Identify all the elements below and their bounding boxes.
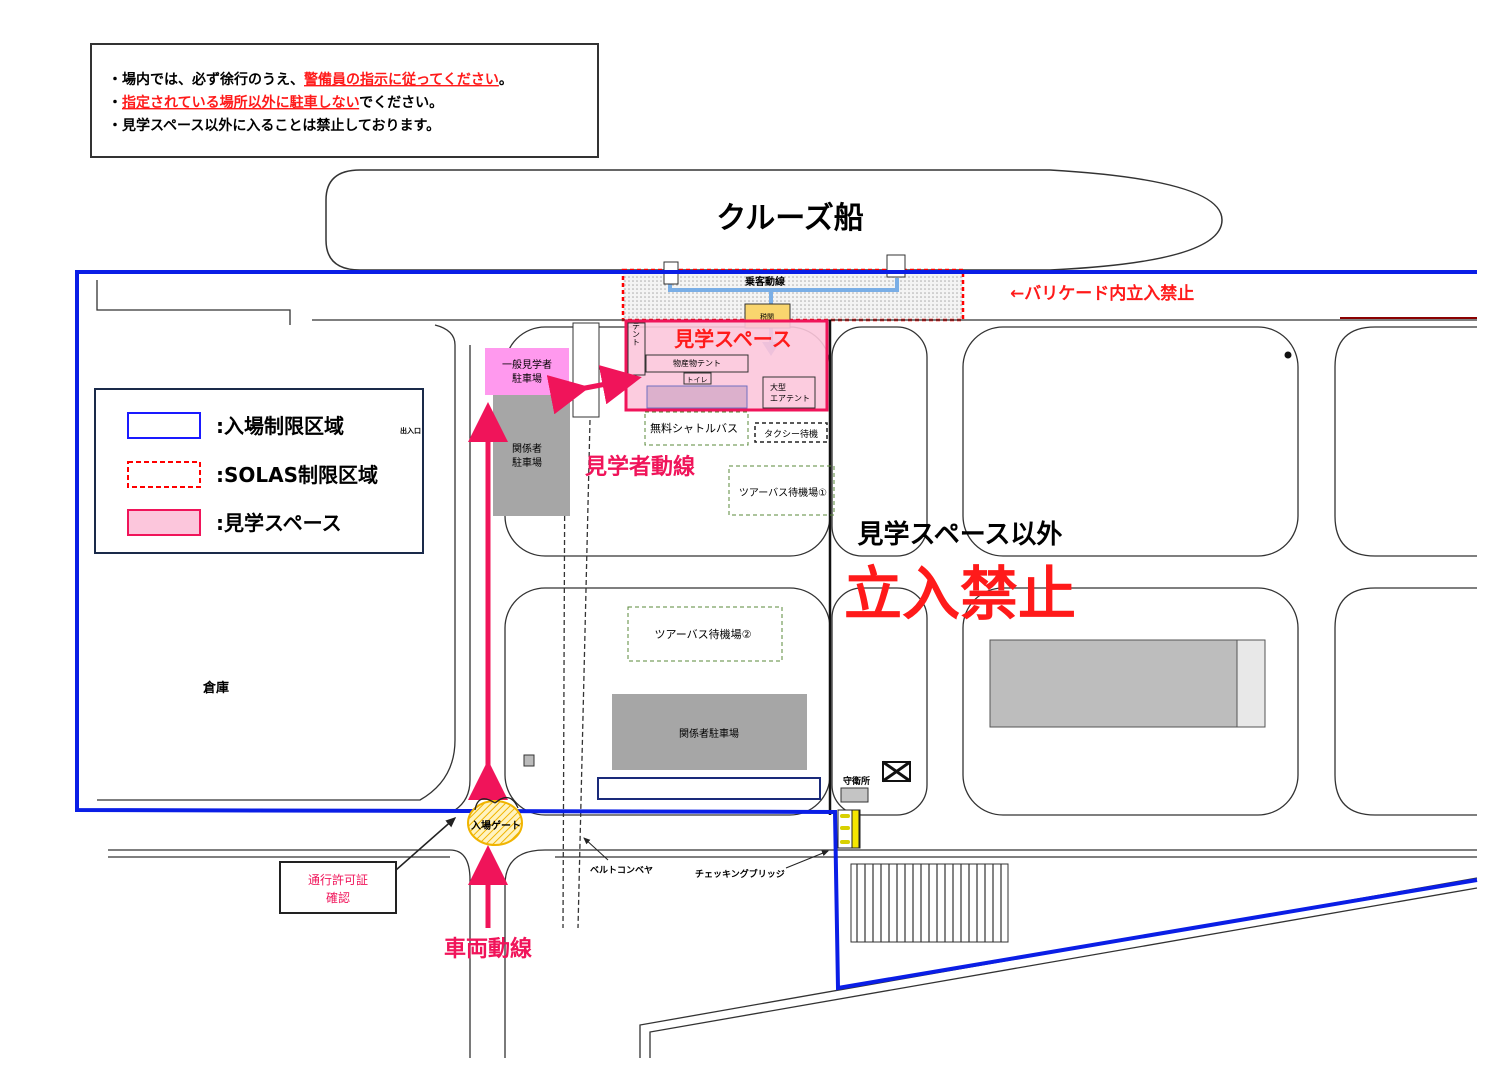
warehouse-label: 倉庫 <box>202 680 229 696</box>
closed-barrier-icon <box>882 760 911 783</box>
legend-swatch-solas <box>127 461 201 488</box>
staff-parking-small: 関係者 駐車場 <box>493 395 570 516</box>
notice-line-1: ・場内では、必ず徐行のうえ、警備員の指示に従ってください。 <box>108 71 513 88</box>
visitor-route-arrows <box>468 365 642 928</box>
notice-line-2: ・指定されている場所以外に駐車しないでください。 <box>108 94 443 111</box>
staff-parking: 関係者駐車場 <box>612 694 807 770</box>
public-parking: 一般見学者 駐車場 <box>485 348 569 395</box>
container-yard <box>850 863 1009 943</box>
marker-dot <box>1284 351 1292 359</box>
restricted-note-2: 立入禁止 <box>844 560 1076 628</box>
viewing-area: 見学スペース テント 物産物テント トイレ 大型 エアテント <box>624 319 829 412</box>
tent-label: テント <box>632 322 641 346</box>
tour-bus-1-label: ツアーバス待機場① <box>739 486 827 499</box>
svg-text:入場ゲート: 入場ゲート <box>471 819 521 832</box>
legend-label: :見学スペース <box>216 511 342 535</box>
legend-label: :入場制限区域 <box>216 414 344 438</box>
legend-swatch-entry-restricted <box>127 412 201 439</box>
visitor-route-label: 見学者動線 <box>585 454 695 480</box>
belt-conveyor-label: ベルトコンベヤ <box>590 865 653 876</box>
vehicle-route-label: 車両動線 <box>444 936 532 962</box>
large-tent-label-2: エアテント <box>770 394 810 403</box>
legend: :入場制限区域 :SOLAS制限区域 :見学スペース <box>94 388 424 554</box>
guardhouse <box>840 787 869 803</box>
gate-barrier-icon <box>837 809 861 849</box>
entrance-label: 出入口 <box>400 426 421 435</box>
warehouse-building <box>989 639 1266 728</box>
svg-text:通行許可証: 通行許可証 <box>308 873 368 887</box>
guardhouse-label: 守衛所 <box>843 775 870 787</box>
restricted-zone-boundary <box>75 270 1478 991</box>
large-tent-label-1: 大型 <box>770 382 786 392</box>
restricted-note-1: 見学スペース以外 <box>858 519 1063 550</box>
svg-text:駐車場: 駐車場 <box>512 456 542 469</box>
legend-swatch-viewing <box>127 509 201 536</box>
toilet-label: トイレ <box>687 376 708 384</box>
shuttle-bus-label: 無料シャトルバス <box>650 421 738 435</box>
passenger-route-label: 乗客動線 <box>744 275 785 288</box>
tour-bus-2-label: ツアーバス待機場② <box>654 627 751 641</box>
structure <box>572 322 600 418</box>
svg-text:一般見学者: 一般見学者 <box>502 358 552 371</box>
svg-text:関係者: 関係者 <box>512 443 542 455</box>
svg-text:確認: 確認 <box>326 890 350 905</box>
ship-label: クルーズ船 <box>716 201 864 236</box>
viewing-area-title: 見学スペース <box>674 327 792 351</box>
svg-text:関係者駐車場: 関係者駐車場 <box>679 727 739 740</box>
taxi-label: タクシー待機 <box>764 428 818 440</box>
notice-box: ・場内では、必ず徐行のうえ、警備員の指示に従ってください。 ・指定されている場所… <box>90 43 599 158</box>
small-structure <box>523 754 535 767</box>
roads <box>96 280 1478 1058</box>
bus-stop-lane <box>597 777 821 800</box>
entry-gate: 入場ゲート <box>467 796 523 846</box>
legend-label: :SOLAS制限区域 <box>216 463 378 487</box>
svg-text:税関: 税関 <box>760 312 774 321</box>
checking-bridge-label: チェッキングブリッジ <box>695 868 785 880</box>
products-tent-label: 物産物テント <box>673 358 721 368</box>
notice-line-3: ・見学スペース以外に入ることは禁止しております。 <box>108 117 440 134</box>
building-annex <box>1236 639 1266 728</box>
cruise-ship: クルーズ船 <box>325 169 1223 271</box>
permit-check-box: 通行許可証 確認 <box>279 817 457 914</box>
barricade-note: ←バリケード内立入禁止 <box>1010 283 1194 304</box>
svg-text:駐車場: 駐車場 <box>512 372 542 385</box>
